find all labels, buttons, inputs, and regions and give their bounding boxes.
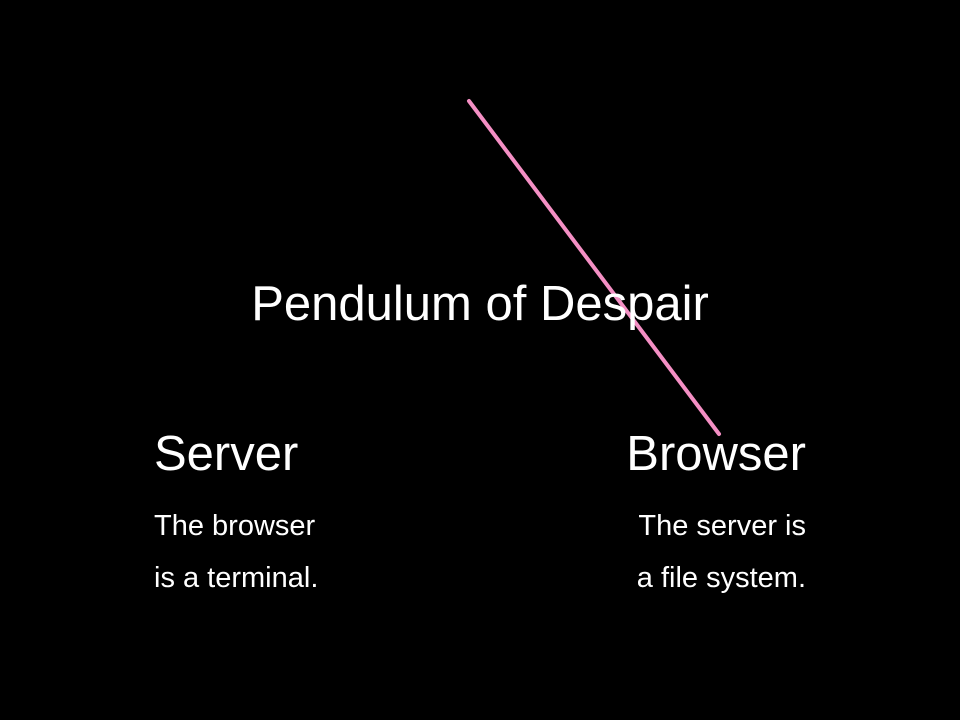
slide-title: Pendulum of Despair — [251, 277, 709, 331]
server-column: Server The browser is a terminal. — [154, 422, 318, 596]
browser-line-1: The server is — [638, 510, 806, 542]
browser-heading: Browser — [626, 427, 806, 481]
pendulum-string — [467, 99, 721, 436]
server-heading: Server — [154, 427, 299, 481]
server-line-1: The browser — [154, 510, 316, 542]
browser-line-2: a file system. — [636, 562, 806, 594]
browser-column: Browser The server is a file system. — [626, 422, 806, 596]
server-line-2: is a terminal. — [154, 562, 319, 594]
